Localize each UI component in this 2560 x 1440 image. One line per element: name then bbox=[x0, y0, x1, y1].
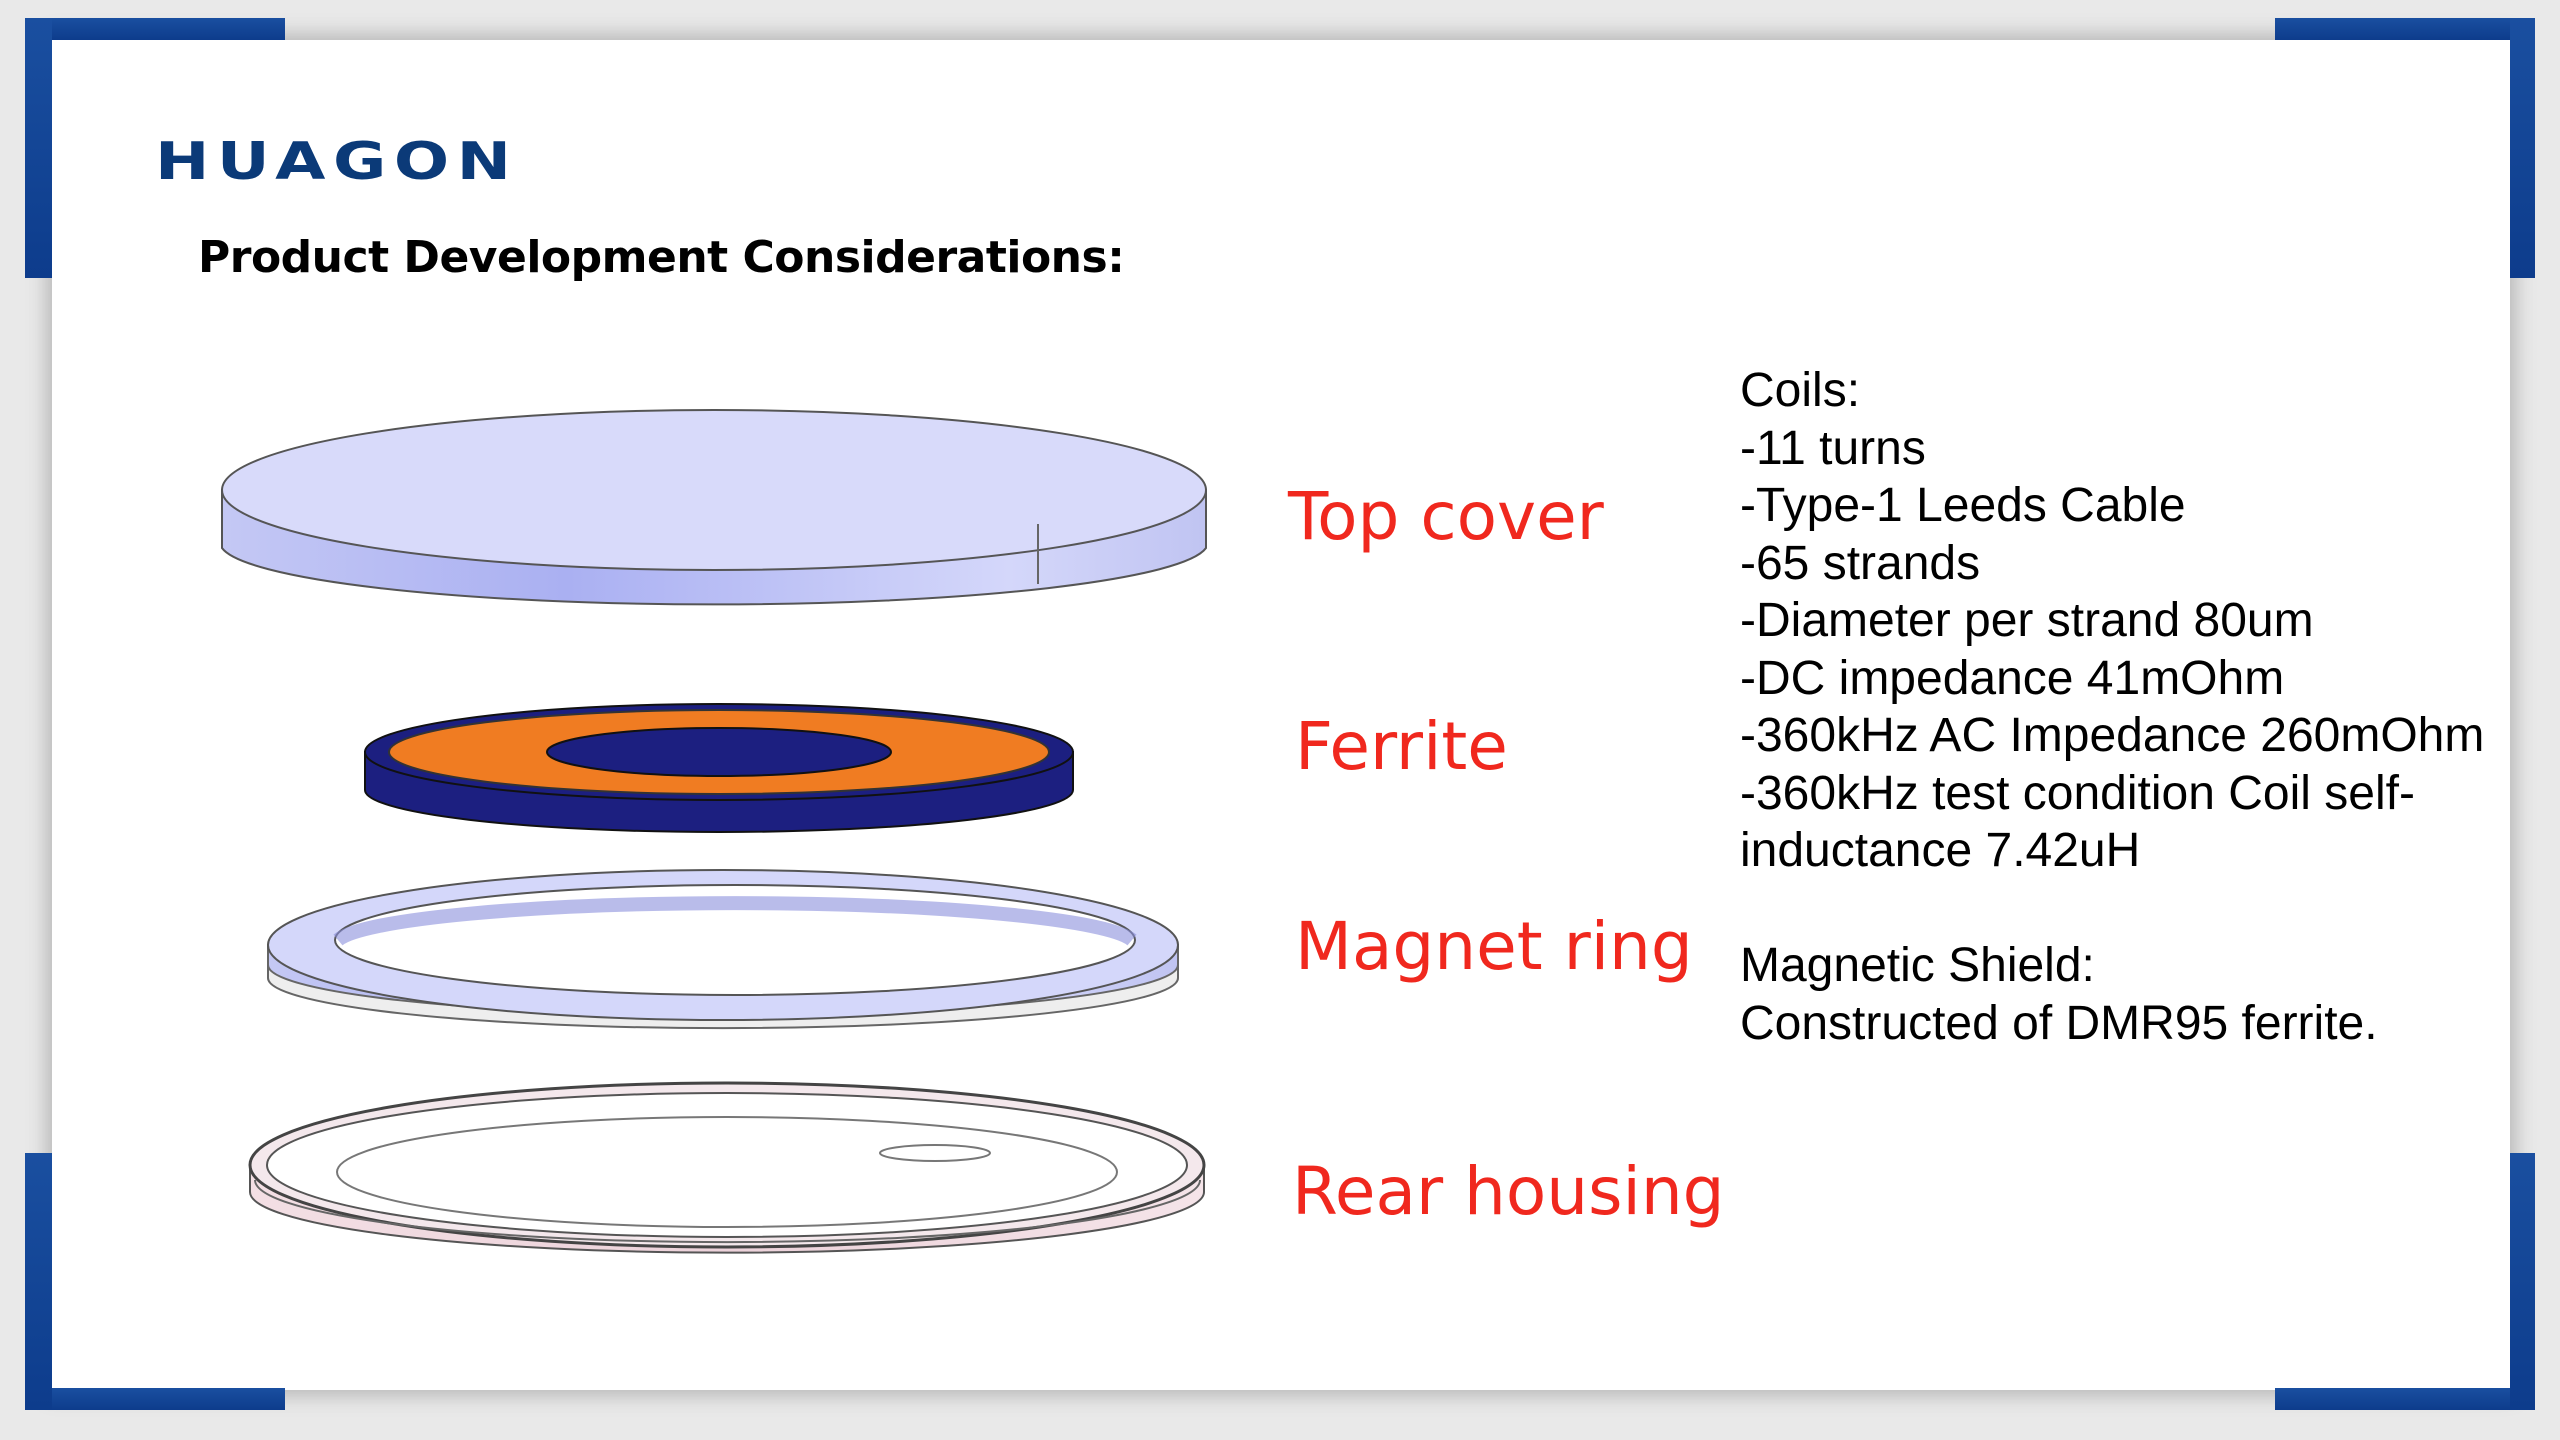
corner-bracket-top-right bbox=[2275, 18, 2535, 40]
corner-bracket-top-left bbox=[25, 18, 285, 40]
corner-bracket-bottom-left bbox=[25, 1388, 285, 1410]
magnet-ring-part bbox=[267, 869, 1179, 1030]
coil-spec-line: -Diameter per strand 80um bbox=[1740, 594, 2314, 647]
page-title: Product Development Considerations: bbox=[198, 232, 1125, 283]
shield-heading: Magnetic Shield: bbox=[1740, 939, 2095, 992]
top-cover-part bbox=[221, 409, 1207, 606]
coil-spec-line: -DC impedance 41mOhm bbox=[1740, 651, 2285, 705]
ferrite-part bbox=[364, 703, 1074, 833]
coil-spec-line: -65 strands bbox=[1740, 536, 1981, 590]
corner-bracket-top-left-v bbox=[25, 18, 52, 278]
label-rear-housing: Rear housing bbox=[1292, 1153, 1725, 1230]
coil-spec-line: inductance 7.42uH bbox=[1740, 824, 2141, 877]
corner-bracket-bottom-right bbox=[2275, 1388, 2535, 1410]
coil-spec-line: -Type-1 Leeds Cable bbox=[1740, 479, 2186, 532]
coil-spec-line: -360kHz AC Impedance 260mOhm bbox=[1740, 709, 2485, 762]
label-ferrite: Ferrite bbox=[1295, 708, 1508, 785]
corner-bracket-bottom-right-v bbox=[2510, 1153, 2535, 1410]
label-magnet-ring: Magnet ring bbox=[1295, 908, 1693, 985]
coil-spec-line: -360kHz test condition Coil self- bbox=[1740, 766, 2415, 820]
rear-housing-part bbox=[248, 1081, 1206, 1254]
coils-heading: Coils: bbox=[1740, 364, 1861, 417]
coil-spec-line: -11 turns bbox=[1740, 421, 1926, 475]
spec-text: Coils: -11 turns -Type-1 Leeds Cable -65… bbox=[1740, 362, 2484, 1052]
corner-bracket-top-right-v bbox=[2510, 18, 2535, 278]
huagon-logo: HUAGON bbox=[155, 132, 519, 192]
corner-bracket-bottom-left-v bbox=[25, 1153, 52, 1410]
label-top-cover: Top cover bbox=[1288, 478, 1604, 555]
shield-text: Constructed of DMR95 ferrite. bbox=[1740, 996, 2378, 1050]
